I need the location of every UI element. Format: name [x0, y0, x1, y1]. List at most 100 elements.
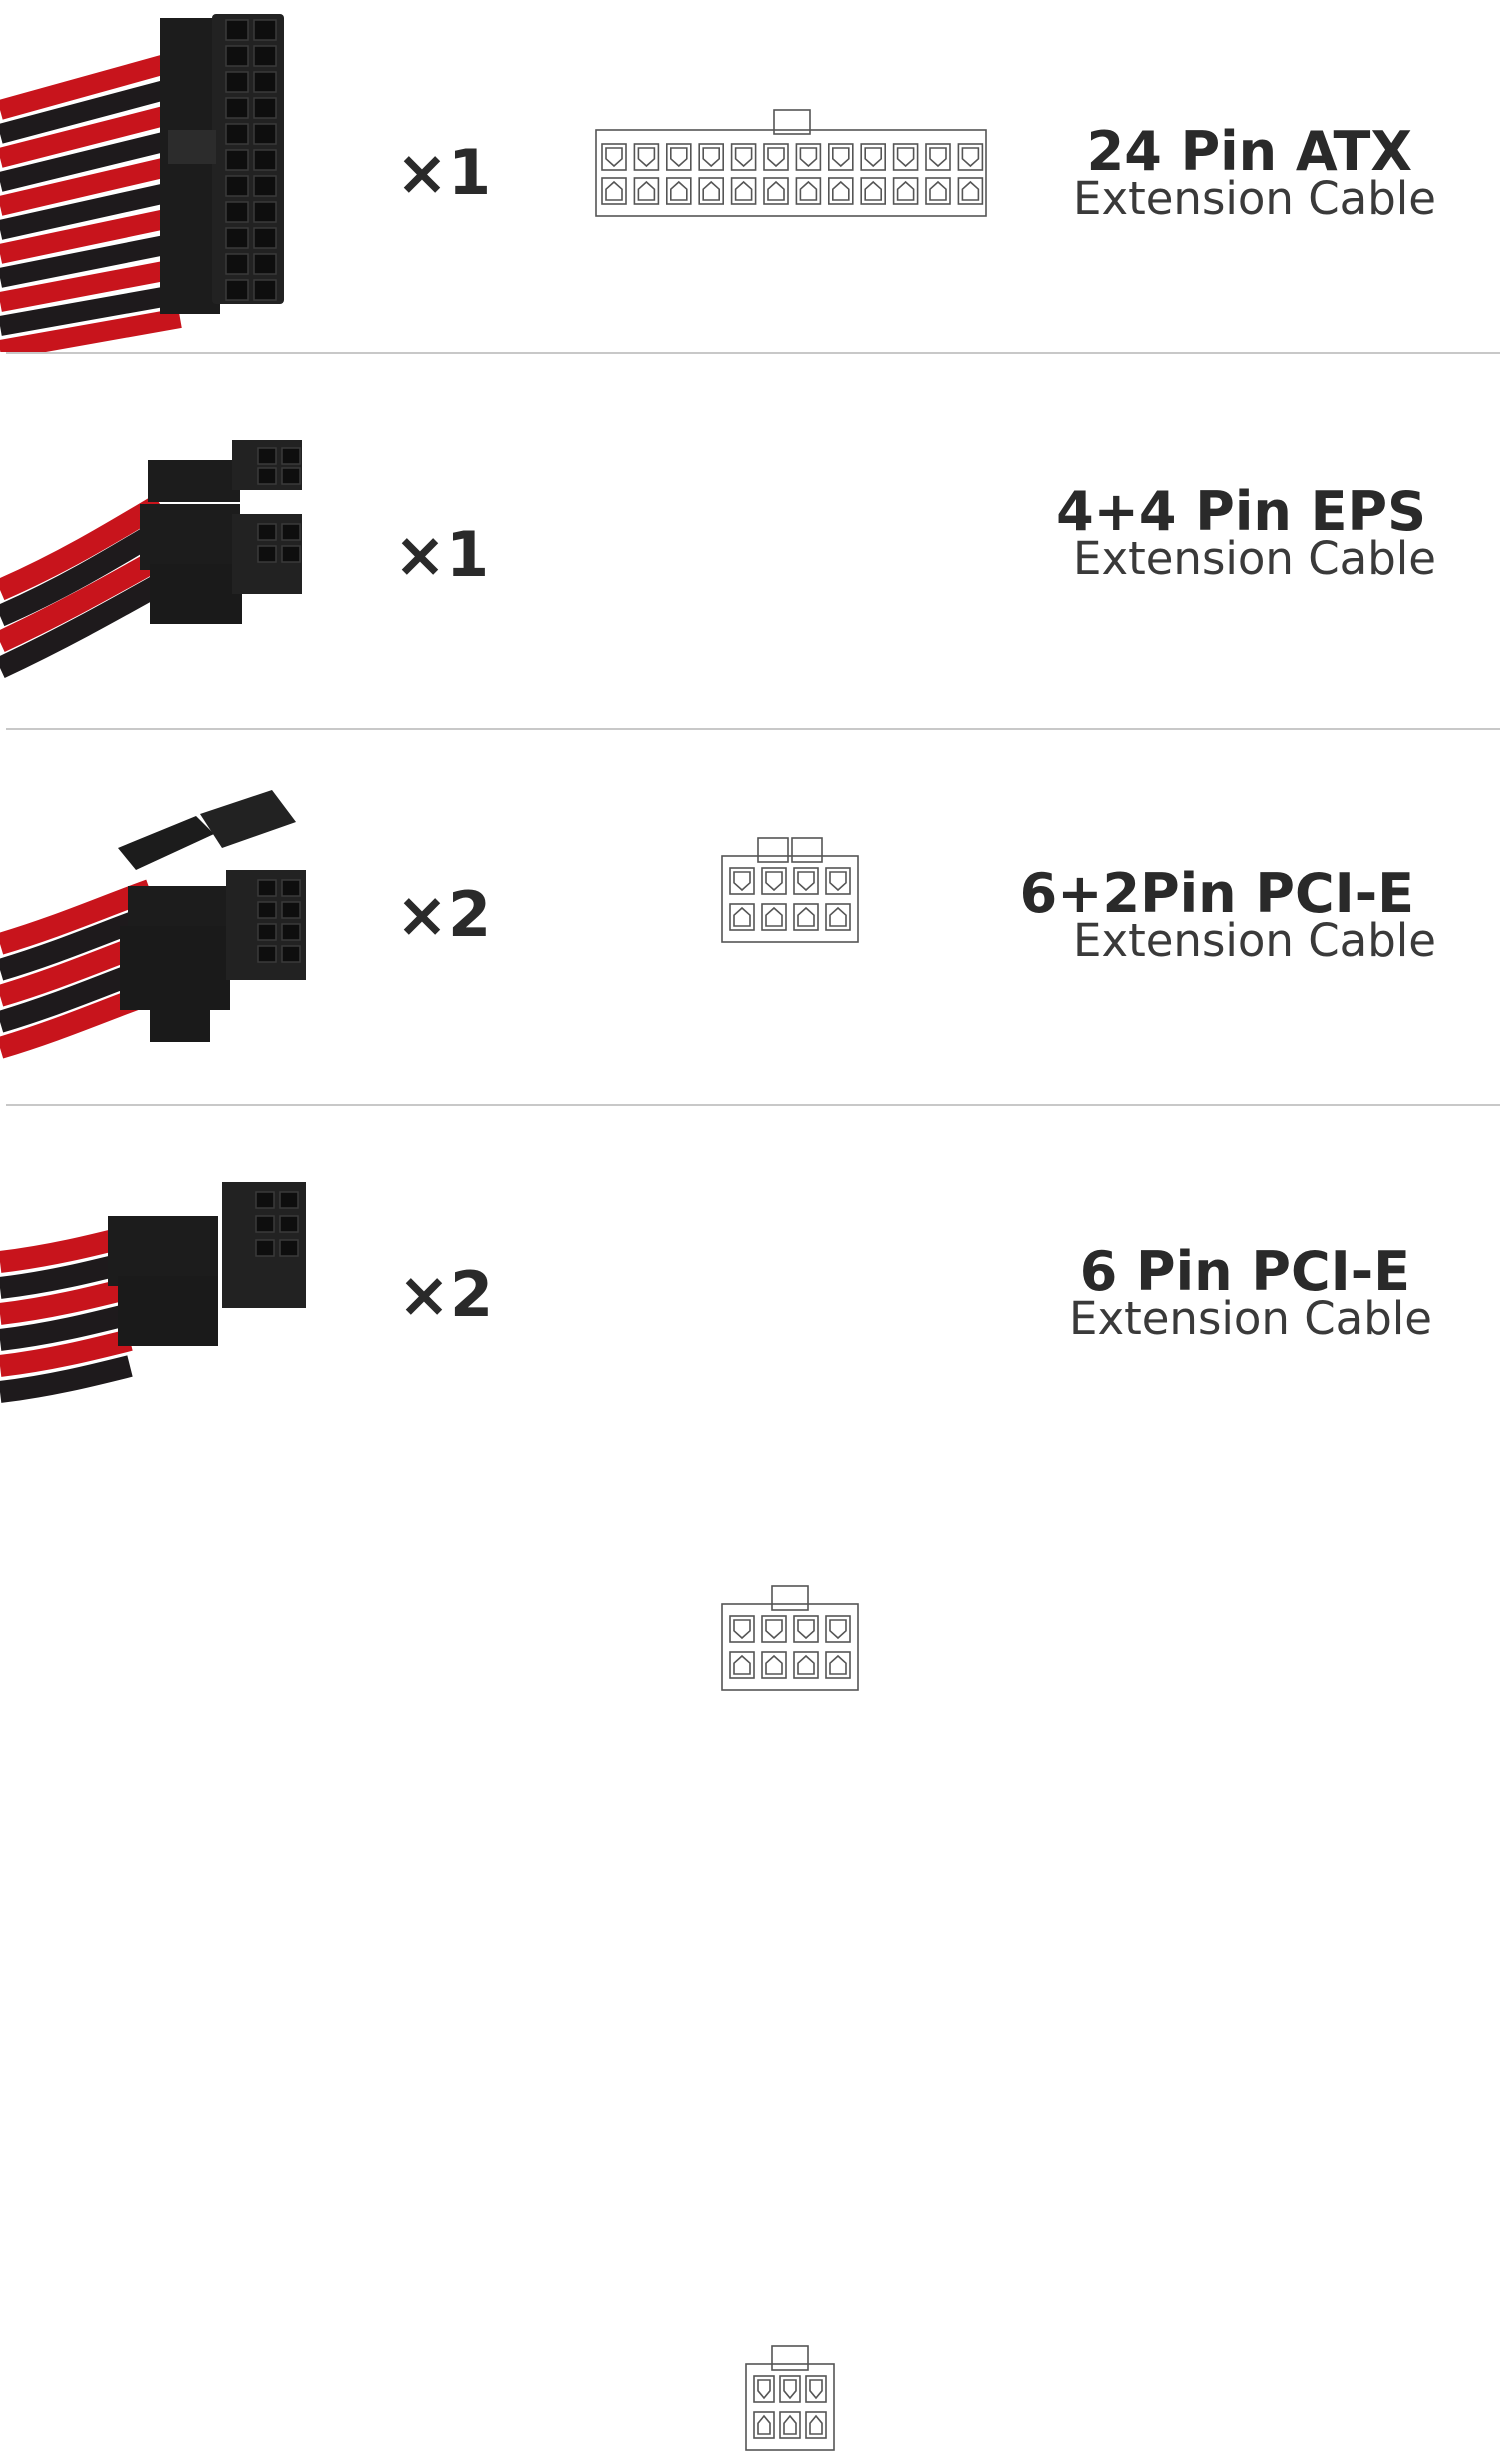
connector-pin-key — [757, 2379, 771, 2400]
connector-pin-key — [961, 180, 980, 201]
connector-pin-key — [670, 180, 688, 201]
atx-cable-photo — [0, 14, 284, 352]
connector-pin — [633, 143, 660, 171]
connector-pin — [925, 143, 951, 171]
eps-4-4-pin-connector-icon — [721, 837, 859, 943]
connector-pin-key — [896, 147, 915, 168]
connector-pin-key — [733, 1654, 751, 1675]
connector-pin — [957, 177, 984, 205]
connector-pin-key — [829, 906, 847, 927]
cable-title: 6 Pin PCI-E — [1079, 1240, 1410, 1303]
atx-24-pin-connector-icon — [595, 109, 987, 217]
connector-pin-key — [733, 906, 751, 927]
connector-pin-key — [961, 147, 980, 168]
connector-pin — [666, 143, 692, 171]
connector-pin — [763, 143, 789, 171]
cable-row-pcie-6: ×2 6 Pin PCI-E Extension Cable — [0, 1106, 1500, 2451]
connector-pin — [730, 143, 757, 171]
connector-pin — [828, 143, 854, 171]
connector-pin-key — [829, 1654, 847, 1675]
pcie-6-2-cable-photo — [0, 790, 306, 1059]
connector-pin-key — [797, 1654, 815, 1675]
connector-pin-key — [929, 147, 947, 168]
connector-pin-key — [605, 147, 623, 168]
connector-pin-key — [765, 906, 783, 927]
row-divider — [6, 1104, 1500, 1106]
connector-pin-key — [767, 147, 785, 168]
connector-pin-key — [864, 180, 882, 201]
cable-subtitle: Extension Cable — [1069, 1292, 1432, 1345]
connector-pin-key — [733, 871, 751, 892]
connector-pin — [601, 177, 627, 205]
connector-pin-key — [797, 871, 815, 892]
connector-pin-key — [734, 180, 753, 201]
row-divider — [6, 728, 1500, 730]
connector-pin-key — [765, 871, 783, 892]
eps-cable-photo — [0, 440, 302, 678]
connector-pin — [698, 177, 724, 205]
connector-pin — [761, 867, 787, 895]
connector-pin-key — [767, 180, 785, 201]
connector-pin — [825, 903, 851, 931]
connector-pin-key — [799, 147, 818, 168]
connector-pin-key — [864, 147, 882, 168]
connector-pin — [633, 177, 660, 205]
connector-pin — [892, 143, 919, 171]
connector-pin — [957, 143, 984, 171]
connector-pin-key — [929, 180, 947, 201]
connector-pin-key — [733, 1619, 751, 1640]
quantity-label: ×2 — [396, 878, 492, 951]
connector-pin-key — [637, 180, 656, 201]
connector-pin-key — [809, 2414, 823, 2435]
connector-pin — [793, 903, 819, 931]
connector-pin-key — [829, 1619, 847, 1640]
cable-title: 4+4 Pin EPS — [1056, 480, 1426, 543]
connector-pin — [763, 177, 789, 205]
connector-pin — [793, 867, 819, 895]
connector-pin-key — [797, 1619, 815, 1640]
connector-pin-key — [799, 180, 818, 201]
connector-pin-key — [670, 147, 688, 168]
connector-pin-key — [702, 180, 720, 201]
connector-pin — [730, 177, 757, 205]
connector-pin-key — [832, 180, 850, 201]
quantity-label: ×1 — [394, 518, 490, 591]
connector-pin — [860, 143, 887, 171]
connector-pin-key — [832, 147, 850, 168]
pcie-6-cable-photo — [0, 1182, 306, 1403]
connector-pin — [825, 867, 851, 895]
cable-row-pcie-6-2: ×2 6+2Pin PCI-E Extension Cable — [0, 730, 1500, 1691]
connector-pin — [860, 177, 887, 205]
cable-title: 6+2Pin PCI-E — [1019, 862, 1414, 925]
connector-pin-key — [757, 2414, 771, 2435]
connector-pin-key — [809, 2379, 823, 2400]
cable-subtitle: Extension Cable — [1073, 532, 1436, 585]
connector-pin-key — [605, 180, 623, 201]
quantity-label: ×1 — [396, 136, 492, 209]
connector-pin — [761, 903, 787, 931]
connector-pin — [698, 143, 724, 171]
quantity-label: ×2 — [398, 1258, 494, 1331]
connector-pin — [795, 177, 822, 205]
pcie-6-pin-connector-icon — [745, 2345, 835, 2451]
cable-subtitle: Extension Cable — [1073, 172, 1436, 225]
connector-pin-key — [702, 147, 720, 168]
connector-pin-key — [765, 1619, 783, 1640]
connector-pin-key — [765, 1654, 783, 1675]
cable-row-atx: ×1 24 Pin ATX Extension Cable — [0, 0, 1500, 352]
connector-pin-key — [783, 2414, 797, 2435]
cable-title: 24 Pin ATX — [1086, 120, 1412, 183]
connector-pin-key — [896, 180, 915, 201]
connector-pin-key — [797, 906, 815, 927]
connector-pin — [729, 867, 755, 895]
connector-pin-key — [829, 871, 847, 892]
connector-pin — [601, 143, 627, 171]
connector-pin — [925, 177, 951, 205]
connector-pin — [892, 177, 919, 205]
cable-subtitle: Extension Cable — [1073, 914, 1436, 967]
pcie-6-2-pin-connector-icon — [721, 1585, 859, 1691]
connector-pin — [729, 903, 755, 931]
connector-pin — [795, 143, 822, 171]
connector-pin-key — [783, 2379, 797, 2400]
connector-pin-key — [734, 147, 753, 168]
